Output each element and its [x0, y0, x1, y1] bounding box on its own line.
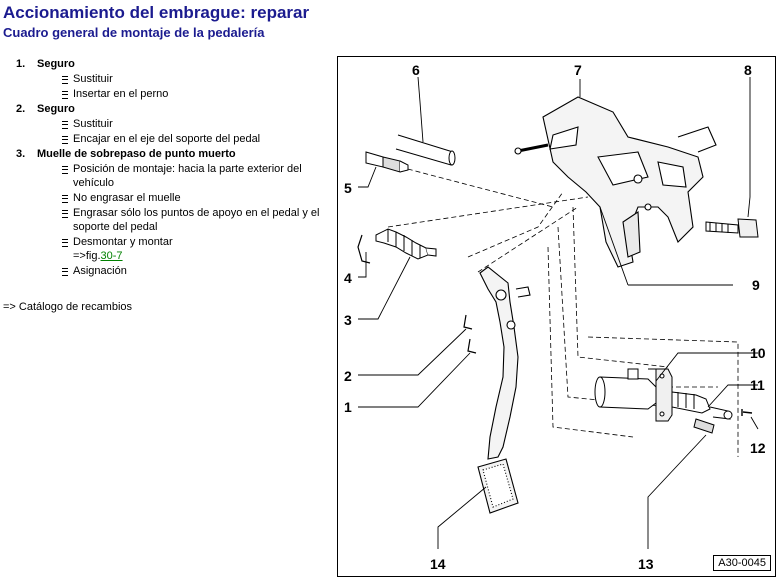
parts-list: 1. Seguro Sustituir Insertar en el perno… [16, 57, 326, 279]
figure-code: A30-0045 [713, 555, 771, 571]
callout-3: 3 [344, 312, 352, 328]
bullet-icon [62, 195, 68, 203]
push-rod [671, 391, 733, 420]
sub-item: Encajar en el eje del soporte del pedal [16, 132, 326, 146]
stop-bolt [705, 218, 759, 238]
bullet-icon [62, 210, 68, 218]
callout-10: 10 [750, 345, 766, 361]
assembly-lines [387, 166, 739, 457]
list-item: 1. Seguro Sustituir Insertar en el perno [16, 57, 326, 101]
clutch-pedal [477, 266, 531, 514]
callout-13: 13 [638, 556, 654, 572]
callout-1: 1 [344, 399, 352, 415]
callout-9: 9 [752, 277, 760, 293]
callout-4: 4 [344, 270, 352, 286]
callout-5: 5 [344, 180, 352, 196]
bullet-icon [62, 136, 68, 144]
figure-reference: =>fig.30-7 [73, 250, 123, 262]
callout-8: 8 [744, 62, 752, 78]
exploded-diagram: 6 7 8 5 4 3 2 1 9 10 11 12 13 14 A30-004… [337, 56, 776, 577]
callout-6: 6 [412, 62, 420, 78]
clip-upper [463, 314, 473, 330]
list-item: 2. Seguro Sustituir Encajar en el eje de… [16, 102, 326, 146]
retaining-clip [357, 234, 371, 264]
leader-lines [358, 76, 759, 549]
sub-item: Posición de montaje: hacia la parte exte… [16, 162, 326, 190]
item-number: 1. [16, 58, 26, 70]
item-label: Seguro [37, 103, 75, 115]
pedal-bracket [514, 96, 717, 268]
bullet-icon [62, 268, 68, 276]
figure-link[interactable]: 30-7 [100, 250, 123, 262]
sub-item: Asignación [16, 264, 326, 278]
item-number: 3. [16, 148, 26, 160]
callout-2: 2 [344, 368, 352, 384]
mounting-bolt [693, 418, 715, 434]
bracket-rod [395, 134, 456, 166]
callout-7: 7 [574, 62, 582, 78]
item-label: Muelle de sobrepaso de punto muerto [37, 148, 236, 160]
sub-item: No engrasar el muelle [16, 191, 326, 205]
adjuster-bolt [365, 151, 409, 173]
page-title: Accionamiento del embrague: reparar [3, 3, 310, 22]
clip-lower [467, 338, 477, 354]
master-cylinder [594, 368, 673, 422]
sub-item: Sustituir [16, 117, 326, 131]
item-number: 2. [16, 103, 26, 115]
overcentre-spring [375, 228, 437, 260]
bullet-icon [62, 166, 68, 174]
pin [741, 409, 753, 416]
pedal-assembly-drawing: 6 7 8 5 4 3 2 1 9 10 11 12 13 14 [344, 62, 766, 572]
bullet-icon [62, 121, 68, 129]
page-subtitle: Cuadro general de montaje de la pedalerí… [3, 25, 265, 40]
sub-item: Insertar en el perno [16, 87, 326, 101]
sub-item: Engrasar sólo los puntos de apoyo en el … [16, 206, 326, 234]
item-label: Seguro [37, 58, 75, 70]
callout-11: 11 [750, 377, 765, 393]
bullet-icon [62, 239, 68, 247]
callout-12: 12 [750, 440, 766, 456]
catalog-link[interactable]: => Catálogo de recambios [3, 301, 133, 313]
callout-14: 14 [430, 556, 446, 572]
bullet-icon [62, 76, 68, 84]
sub-item: Sustituir [16, 72, 326, 86]
bullet-icon [62, 91, 68, 99]
sub-item: Desmontar y montar [16, 235, 326, 249]
list-item: 3. Muelle de sobrepaso de punto muerto P… [16, 147, 326, 278]
